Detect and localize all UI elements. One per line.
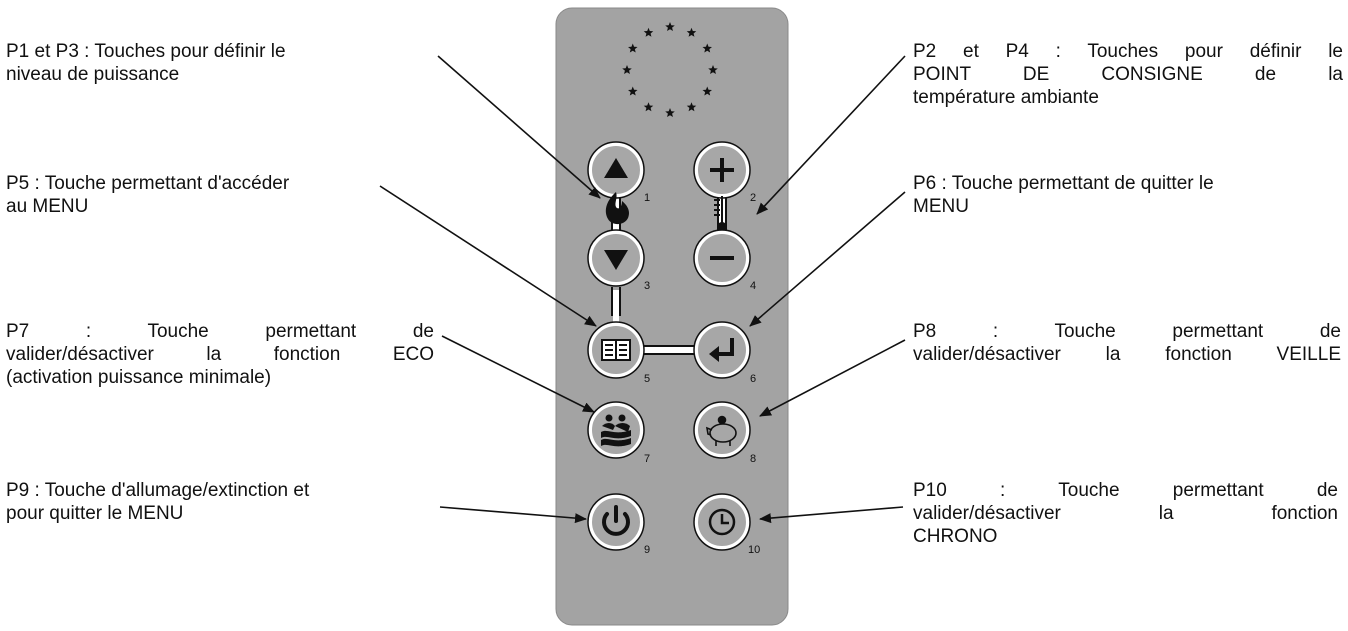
- button-number-2: 2: [750, 192, 756, 204]
- arrow-p5: [379, 185, 597, 327]
- label-line: pour quitter le MENU: [6, 503, 184, 524]
- label-line: MENU: [913, 196, 969, 217]
- eco-button[interactable]: [587, 401, 645, 459]
- clock-icon: [708, 508, 736, 536]
- button-number-7: 7: [644, 453, 650, 465]
- plus-icon: [710, 158, 734, 182]
- star: [702, 86, 712, 96]
- button-number-8: 8: [750, 453, 756, 465]
- menu-button[interactable]: [587, 321, 645, 379]
- eu-stars-icon: [622, 22, 718, 118]
- label-p1-p3: P1 et P3 : Touches pour définir le nivea…: [6, 40, 446, 86]
- label-line: P8 : Touche permettant de: [913, 321, 1341, 342]
- flame-icon: [605, 192, 630, 225]
- temperature-up-button[interactable]: [693, 141, 751, 199]
- label-line: P1 et P3 : Touches pour définir le: [6, 41, 286, 62]
- label-line: P5 : Touche permettant d'accéder: [6, 173, 290, 194]
- label-line: P9 : Touche d'allumage/extinction et: [6, 480, 310, 501]
- label-p6: P6 : Touche permettant de quitter le MEN…: [913, 172, 1338, 218]
- arrow-p2-p4: [756, 55, 906, 215]
- star: [622, 65, 632, 75]
- button-number-10: 10: [748, 544, 760, 556]
- label-line: P10 : Touche permettant de: [913, 480, 1338, 501]
- label-p7: P7 : Touche permettant de valider/désact…: [6, 320, 434, 389]
- star: [665, 108, 675, 118]
- temperature-down-button[interactable]: [693, 229, 751, 287]
- star: [702, 43, 712, 53]
- label-line: niveau de puissance: [6, 64, 180, 85]
- arrow-p7: [441, 335, 595, 413]
- chrono-button[interactable]: [693, 493, 751, 551]
- triangle-up-icon: [604, 158, 628, 178]
- label-line: température ambiante: [913, 87, 1099, 108]
- enter-arrow-icon: [709, 338, 734, 362]
- label-line: CHRONO: [913, 526, 998, 547]
- label-p10: P10 : Touche permettant de valider/désac…: [913, 479, 1338, 548]
- power-button[interactable]: [587, 493, 645, 551]
- label-line: au MENU: [6, 196, 89, 217]
- button-number-9: 9: [644, 544, 650, 556]
- star: [686, 27, 697, 37]
- label-line: P6 : Touche permettant de quitter le: [913, 173, 1214, 194]
- arrow-p9: [439, 506, 587, 524]
- standby-button[interactable]: [693, 401, 751, 459]
- arrow-p10: [759, 506, 904, 524]
- label-line: P7 : Touche permettant de: [6, 321, 434, 342]
- star: [628, 86, 638, 96]
- star: [665, 22, 675, 32]
- power-icon: [602, 505, 630, 536]
- book-icon: [601, 339, 631, 361]
- label-line: valider/désactiver la fonction VEILLE: [913, 344, 1341, 365]
- power-up-button[interactable]: [587, 141, 645, 199]
- star: [708, 65, 718, 75]
- label-p2-p4: P2 et P4 : Touches pour définir le POINT…: [913, 40, 1343, 109]
- piggy-bank-icon: [705, 415, 737, 446]
- label-p9: P9 : Touche d'allumage/extinction et pou…: [6, 479, 431, 525]
- star: [643, 27, 654, 37]
- button-number-4: 4: [750, 280, 756, 292]
- label-line: valider/désactiver la fonction: [913, 503, 1338, 524]
- star: [643, 102, 654, 112]
- arrow-p8: [759, 339, 906, 417]
- arrow-p1-p3: [437, 55, 601, 199]
- star: [686, 102, 697, 112]
- button-number-5: 5: [644, 373, 650, 385]
- button-number-3: 3: [644, 280, 650, 292]
- label-line: (activation puissance minimale): [6, 367, 272, 388]
- exit-menu-button[interactable]: [693, 321, 751, 379]
- label-line: valider/désactiver la fonction ECO: [6, 344, 434, 365]
- label-line: POINT DE CONSIGNE de la: [913, 64, 1343, 85]
- arrow-p6: [749, 191, 906, 327]
- label-p5: P5 : Touche permettant d'accéder au MENU: [6, 172, 431, 218]
- button-number-1: 1: [644, 192, 650, 204]
- star: [628, 43, 638, 53]
- label-p8: P8 : Touche permettant de valider/désact…: [913, 320, 1341, 366]
- label-line: P2 et P4 : Touches pour définir le: [913, 41, 1343, 62]
- power-down-button[interactable]: [587, 229, 645, 287]
- triangle-down-icon: [604, 250, 628, 270]
- eco-people-icon: [601, 414, 631, 447]
- button-number-6: 6: [750, 373, 756, 385]
